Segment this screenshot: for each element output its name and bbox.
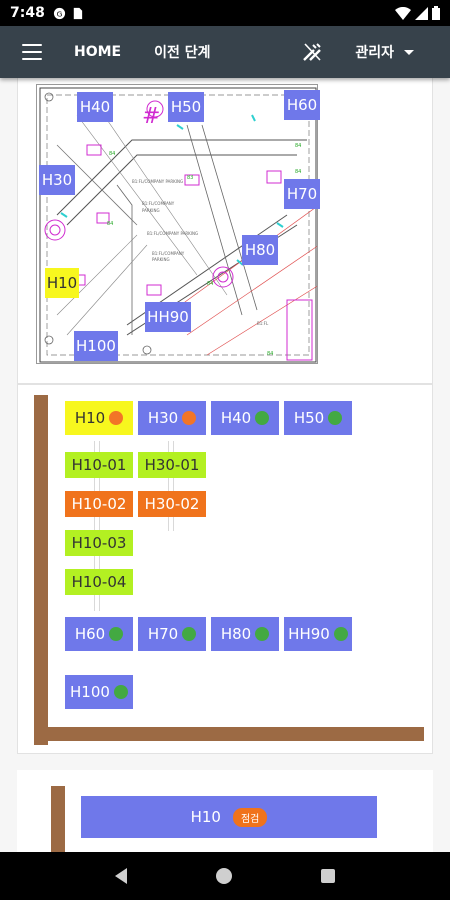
app-notification-icon: G: [53, 7, 65, 19]
signal-icon: [415, 6, 428, 20]
back-icon[interactable]: [114, 868, 127, 884]
previous-step-button[interactable]: 이전 단계: [154, 45, 211, 61]
svg-text:B1:FL/COMPANY PARKING: B1:FL/COMPANY PARKING: [132, 179, 183, 184]
svg-text:84: 84: [295, 169, 301, 175]
app-bar: HOME 이전 단계 관리자: [0, 26, 450, 78]
wall-vertical: [34, 395, 48, 745]
hole-tag-h30[interactable]: H30: [138, 401, 206, 435]
wall-vertical: [51, 786, 65, 852]
detail-hole-bar[interactable]: H10 점검: [81, 796, 377, 838]
user-name: 관리자: [355, 45, 394, 61]
floor-plan-image: B1:FL/COMPANY PARKING B1:FL/COMPANY PARK…: [39, 87, 317, 363]
plan-pin-h10[interactable]: H10: [45, 268, 79, 298]
hole-tag-hh90[interactable]: HH90: [284, 617, 352, 651]
status-dot: [255, 411, 270, 425]
svg-text:PARKING: PARKING: [152, 257, 170, 262]
plan-pin-hh90[interactable]: HH90: [145, 302, 191, 332]
hole-tag-h70[interactable]: H70: [138, 617, 206, 651]
hole-tag-h100[interactable]: H100: [65, 675, 133, 709]
sd-card-icon: [73, 7, 82, 19]
plan-pin-h60[interactable]: H60: [284, 90, 320, 120]
status-right: [395, 6, 440, 20]
plan-pin-h80[interactable]: H80: [242, 235, 278, 265]
connector-line: [168, 441, 174, 531]
hole-list-card: H10 H30 H40 H50 H10-01 H30-01 H10-02 H30…: [17, 384, 433, 754]
plan-pin-h100[interactable]: H100: [74, 331, 118, 361]
svg-text:83: 83: [187, 175, 193, 181]
svg-text:G: G: [56, 9, 62, 18]
svg-text:B1:FL/COMPANY: B1:FL/COMPANY: [152, 251, 185, 256]
status-time: 7:48: [10, 5, 45, 21]
svg-text:B1:FL/COMPANY: B1:FL/COMPANY: [142, 201, 175, 206]
home-icon[interactable]: [215, 868, 232, 884]
wall-horizontal: [34, 727, 424, 741]
hole-tag-h60[interactable]: H60: [65, 617, 133, 651]
hole-tag-h50[interactable]: H50: [284, 401, 352, 435]
svg-text:84: 84: [109, 151, 115, 157]
wifi-icon: [395, 6, 411, 20]
status-dot: [255, 627, 270, 641]
svg-text:B1:FL/COMPANY PARKING: B1:FL/COMPANY PARKING: [147, 231, 198, 236]
sub-tag-h30-02[interactable]: H30-02: [138, 491, 206, 517]
detail-hole-label: H10: [190, 808, 221, 826]
status-dot: [113, 685, 128, 699]
plan-pin-h50[interactable]: H50: [168, 92, 204, 122]
status-dot: [328, 411, 343, 425]
status-bar: 7:48 G: [0, 0, 450, 26]
sub-tag-h30-01[interactable]: H30-01: [138, 452, 206, 478]
svg-text:PARKING: PARKING: [142, 208, 160, 213]
status-dot: [182, 627, 197, 641]
hole-tag-h80[interactable]: H80: [211, 617, 279, 651]
svg-text:84: 84: [107, 221, 113, 227]
drawing-card: B1:FL/COMPANY PARKING B1:FL/COMPANY PARK…: [17, 78, 433, 384]
svg-text:#: #: [142, 104, 160, 129]
user-menu[interactable]: 관리자: [355, 42, 414, 62]
detail-card: H10 점검: [17, 770, 433, 852]
status-dot: [109, 411, 124, 425]
recent-apps-icon[interactable]: [321, 869, 336, 883]
svg-text:84: 84: [267, 351, 273, 357]
status-dot: [109, 627, 124, 641]
tools-icon[interactable]: [301, 41, 323, 63]
content[interactable]: B1:FL/COMPANY PARKING B1:FL/COMPANY PARK…: [0, 78, 450, 852]
home-button[interactable]: HOME: [74, 44, 122, 60]
plan-pin-h30[interactable]: H30: [39, 165, 75, 195]
sub-tag-h10-04[interactable]: H10-04: [65, 569, 133, 595]
connector-line: [94, 441, 100, 611]
svg-text:84: 84: [207, 281, 213, 287]
status-dot: [182, 411, 197, 425]
plan-pin-h70[interactable]: H70: [284, 179, 320, 209]
menu-icon[interactable]: [22, 44, 42, 60]
plan-pin-h40[interactable]: H40: [77, 92, 113, 122]
inspection-badge[interactable]: 점검: [232, 807, 268, 827]
hole-tag-h10[interactable]: H10: [65, 401, 133, 435]
sub-tag-h10-01[interactable]: H10-01: [65, 452, 133, 478]
floor-plan-drawing[interactable]: B1:FL/COMPANY PARKING B1:FL/COMPANY PARK…: [36, 84, 318, 364]
hole-tag-h40[interactable]: H40: [211, 401, 279, 435]
sub-tag-h10-02[interactable]: H10-02: [65, 491, 133, 517]
svg-text:84: 84: [295, 143, 301, 149]
battery-icon: [432, 6, 440, 20]
system-nav-bar: [0, 852, 450, 900]
sub-tag-h10-03[interactable]: H10-03: [65, 530, 133, 556]
svg-text:B1:FL: B1:FL: [257, 321, 269, 326]
status-dot: [333, 627, 348, 641]
chevron-down-icon: [404, 49, 414, 55]
